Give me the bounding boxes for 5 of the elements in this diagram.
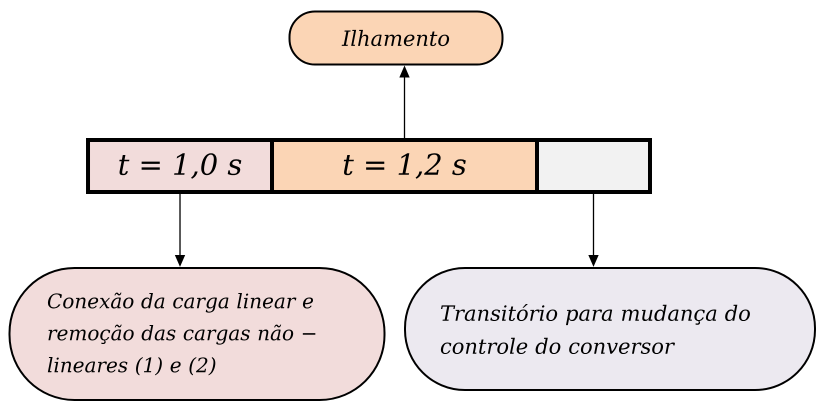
terminal-box: Ilhamento <box>288 10 504 66</box>
event-box: Transitório para mudança do controle do conversor <box>404 267 816 391</box>
timeline-cell: t = 1,2 s <box>270 138 539 194</box>
event-box: Conexão da carga linear e remoção das cargas não − lineares (1) e (2) <box>8 267 386 401</box>
timeline-cell: t = 1,0 s <box>86 138 274 194</box>
